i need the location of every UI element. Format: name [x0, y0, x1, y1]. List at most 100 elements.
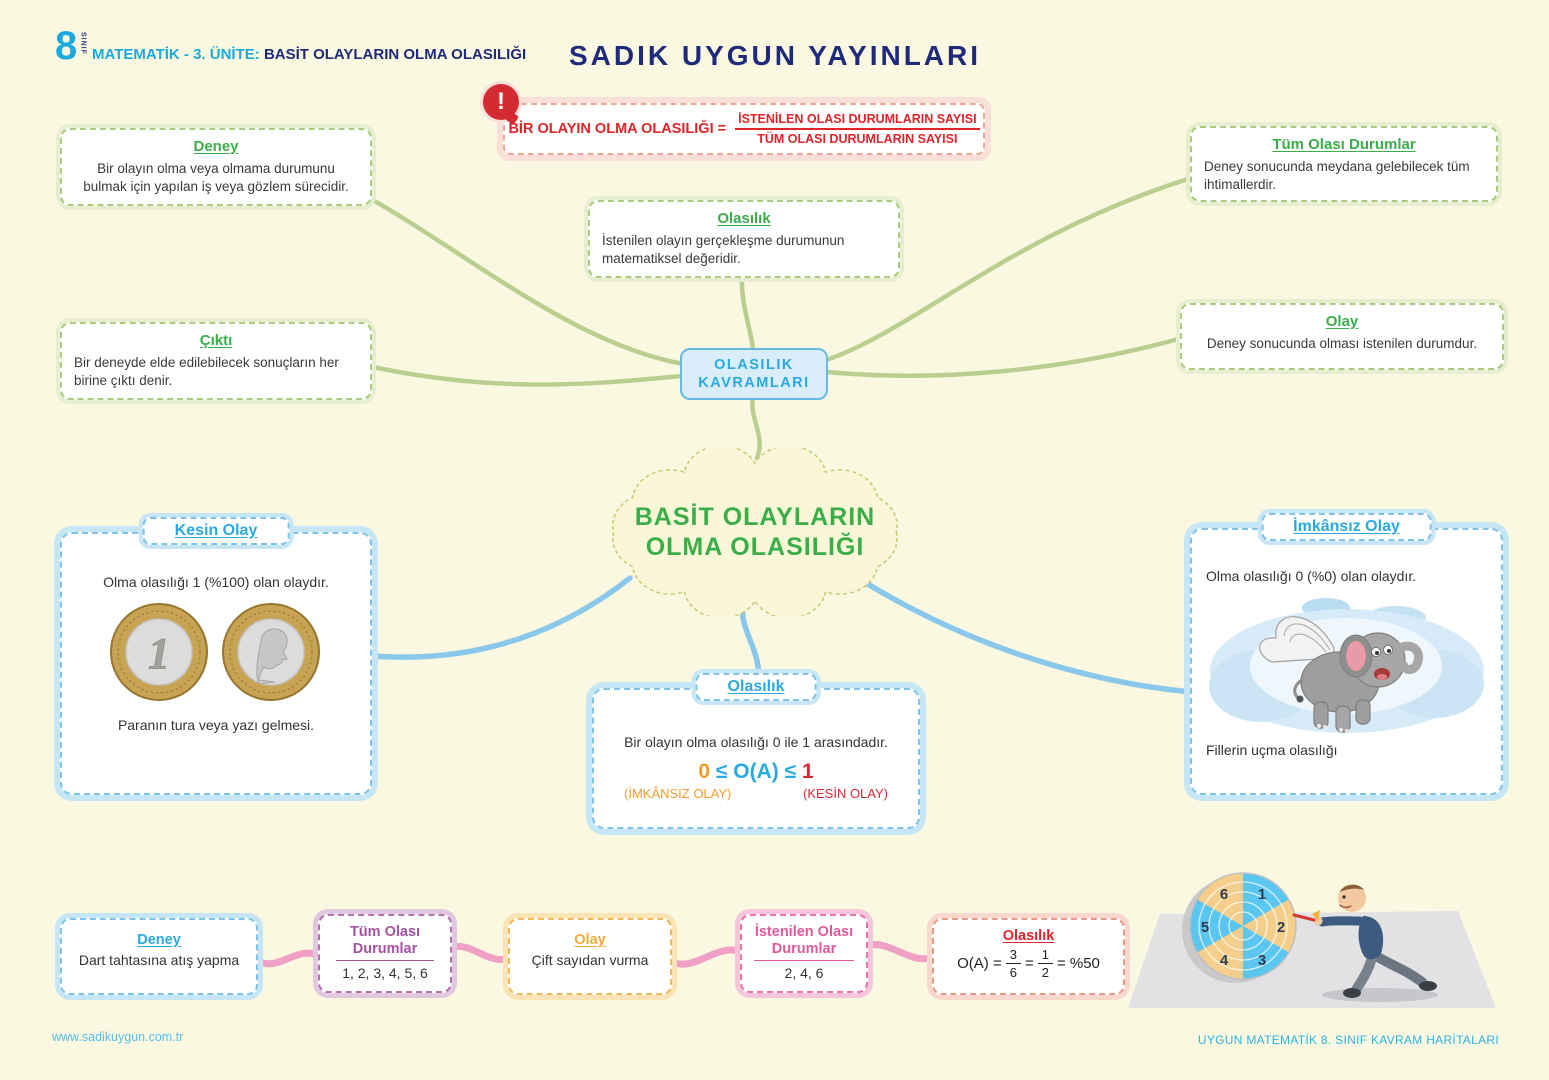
frac1-den: 6 — [1009, 965, 1017, 980]
formula-result: = %50 — [1056, 955, 1100, 972]
definition-box-cikti: Çıktı Bir deneyde elde edilebilecek sonu… — [60, 322, 372, 400]
dart-number-3: 3 — [1258, 952, 1266, 969]
cloud-line1: BASİT OLAYLARIN — [634, 503, 876, 531]
formula-lhs: O(A) = — [957, 955, 1002, 972]
kesin-olay-caption: Paranın tura veya yazı gelmesi. — [117, 717, 315, 733]
main-topic-text: BASİT OLAYLARIN OLMA OLASILIĞI — [598, 448, 912, 616]
kesin-label: (KESİN OLAY) — [802, 786, 888, 801]
definition-box-tum-olasi-durumlar: Tüm Olası Durumlar Deney sonucunda meyda… — [1190, 126, 1498, 202]
alert-icon: ! — [483, 84, 519, 120]
probability-formula-box: ! BİR OLAYIN OLMA OLASILIĞI = İSTENİLEN … — [483, 84, 991, 161]
range-one: 1 — [801, 760, 814, 783]
dart-number-4: 4 — [1220, 952, 1229, 969]
publisher-title: SADIK UYGUN YAYINLARI — [568, 40, 982, 71]
chain-istenilen-title: İstenilen Olası Durumlar — [754, 924, 854, 962]
chain-istenilen-values: 2, 4, 6 — [784, 965, 824, 982]
cloud-line2: OLMA OLASILIĞI — [645, 533, 865, 561]
tum-olasi-durumlar-text: Deney sonucunda meydana gelebilecek tüm … — [1204, 159, 1470, 193]
imkansiz-olay-text: Olma olasılığı 0 (%0) olan olaydır. — [1206, 568, 1417, 584]
equals-sign: = — [1024, 955, 1034, 972]
chain-deney-text: Dart tahtasına atış yapma — [78, 952, 240, 968]
dart-number-2: 2 — [1277, 919, 1285, 936]
chain-tum-values: 1, 2, 3, 4, 5, 6 — [342, 965, 428, 982]
olasilik-range-title: Olasılık — [727, 678, 785, 695]
chain-box-olay: Olay Çift sayıdan vurma — [508, 918, 672, 995]
imkansiz-olay-tab: İmkânsız Olay — [1261, 513, 1432, 541]
deney-title: Deney — [193, 138, 239, 155]
dart — [1292, 910, 1320, 922]
footer-website-link[interactable]: www.sadikuygun.com.tr — [52, 1030, 184, 1044]
unit-label: BASİT OLAYLARIN OLMA OLASILIĞI — [263, 46, 527, 63]
coins-illustration: 1 — [110, 603, 320, 701]
dart-thrower-man — [1292, 884, 1438, 1002]
tum-olasi-durumlar-title: Tüm Olası Durumlar — [1272, 136, 1416, 153]
coin-value: 1 — [148, 629, 170, 678]
kesin-olay-box: Kesin Olay Olma olasılığı 1 (%100) olan … — [60, 517, 372, 795]
probability-formula: BİR OLAYIN OLMA OLASILIĞI = İSTENİLEN OL… — [503, 103, 985, 155]
range-mid: ≤ O(A) ≤ — [715, 760, 797, 783]
formula-numerator: İSTENİLEN OLASI DURUMLARIN SAYISI — [735, 112, 980, 130]
portrait-silhouette — [256, 628, 288, 685]
grade-number: 8 — [55, 24, 78, 68]
dart-number-6: 6 — [1220, 886, 1228, 903]
node-line2: KAVRAMLARI — [698, 375, 810, 391]
fraction-1-2: 1 2 — [1037, 947, 1053, 980]
chain-box-istenilen-olasi-durumlar: İstenilen Olası Durumlar 2, 4, 6 — [740, 914, 868, 993]
chain-box-deney: Deney Dart tahtasına atış yapma — [60, 918, 258, 995]
range-zero: 0 — [698, 760, 711, 783]
kesin-olay-tab: Kesin Olay — [142, 517, 290, 545]
definition-box-olasilik: Olasılık İstenilen olayın gerçekleşme du… — [588, 200, 900, 278]
chain-box-tum-olasi-durumlar: Tüm Olası Durumlar 1, 2, 3, 4, 5, 6 — [318, 914, 452, 993]
chain-box-olasilik: Olasılık O(A) = 3 6 = 1 2 = %50 — [932, 918, 1125, 995]
frac1-num: 3 — [1005, 947, 1021, 964]
deney-text: Bir olayın olma veya olmama durumunu bul… — [83, 161, 349, 195]
formula-label: BİR OLAYIN OLMA OLASILIĞI = — [508, 121, 727, 137]
formula-denominator: TÜM OLASI DURUMLARIN SAYISI — [757, 132, 958, 146]
imkansiz-olay-box: İmkânsız Olay Olma olasılığı 0 (%0) olan… — [1190, 513, 1503, 795]
cikti-text: Bir deneyde elde edilebilecek sonuçların… — [74, 355, 339, 389]
unit-title: MATEMATİK - 3. ÜNİTE: BASİT OLAYLARIN OL… — [92, 46, 526, 63]
dartboard-scene: 1 2 3 4 5 6 — [1128, 872, 1496, 1008]
olasilik-kavramlari-node: OLASILIK KAVRAMLARI — [680, 348, 828, 400]
cikti-title: Çıktı — [199, 332, 233, 349]
definition-box-deney: Deney Bir olayın olma veya olmama durumu… — [60, 128, 372, 206]
olasilik-text: İstenilen olayın gerçekleşme durumunun m… — [602, 233, 845, 267]
kesin-olay-text: Olma olasılığı 1 (%100) olan olaydır. — [103, 574, 329, 590]
dart-number-5: 5 — [1201, 919, 1209, 936]
chain-deney-title: Deney — [137, 932, 181, 948]
formula-fraction: İSTENİLEN OLASI DURUMLARIN SAYISI TÜM OL… — [735, 112, 980, 146]
coin-heads — [222, 603, 320, 701]
olasilik-title: Olasılık — [717, 210, 771, 227]
definition-box-olay: Olay Deney sonucunda olması istenilen du… — [1180, 303, 1504, 370]
fraction-3-6: 3 6 — [1005, 947, 1021, 980]
chain-olasilik-formula: O(A) = 3 6 = 1 2 = %50 — [940, 947, 1117, 980]
chain-olay-text: Çift sayıdan vurma — [531, 952, 649, 968]
footer-series-label: UYGUN MATEMATİK 8. SINIF KAVRAM HARİTALA… — [1197, 1033, 1499, 1047]
olay-text: Deney sonucunda olması istenilen durumdu… — [1206, 336, 1478, 351]
olasilik-range-text: Bir olayın olma olasılığı 0 ile 1 arasın… — [624, 734, 888, 750]
chain-olay-title: Olay — [574, 932, 606, 948]
imkansiz-label: (İMKÂNSIZ OLAY) — [624, 786, 732, 801]
grade-badge: 8 SINIF — [55, 24, 87, 68]
dart-number-1: 1 — [1258, 886, 1266, 903]
frac2-den: 2 — [1041, 965, 1049, 980]
kesin-olay-title: Kesin Olay — [174, 522, 258, 539]
dartboard: 1 2 3 4 5 6 — [1182, 872, 1297, 983]
chain-tum-title: Tüm Olası Durumlar — [336, 924, 434, 962]
flying-elephant-illustration — [1209, 598, 1484, 733]
olasilik-range-tab: Olasılık — [695, 673, 817, 701]
imkansiz-olay-caption: Fillerin uçma olasılığı — [1206, 742, 1338, 758]
olasilik-range-box: Olasılık Bir olayın olma olasılığı 0 ile… — [592, 673, 920, 829]
imkansiz-olay-title: İmkânsız Olay — [1293, 518, 1400, 535]
chain-olasilik-title: Olasılık — [1002, 928, 1055, 944]
cloud-shape — [612, 445, 898, 619]
coin-tails: 1 — [110, 603, 208, 701]
frac2-num: 1 — [1037, 947, 1053, 964]
grade-label: SINIF — [79, 32, 87, 55]
probability-range-formula: 0 ≤ O(A) ≤ 1 — [594, 760, 918, 784]
elephant — [1259, 616, 1423, 733]
node-line1: OLASILIK — [714, 356, 794, 373]
course-label: MATEMATİK - 3. ÜNİTE: — [92, 46, 260, 63]
range-labels: (İMKÂNSIZ OLAY) (KESİN OLAY) — [594, 784, 918, 801]
